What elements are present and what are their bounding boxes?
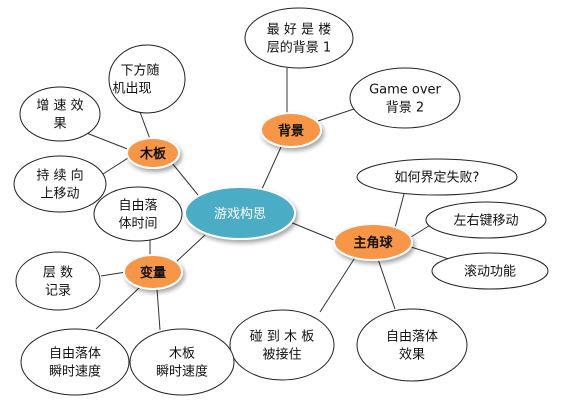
category-node-beijing: 背景 [260,112,322,148]
connector-leaf-6 [410,223,433,238]
connector-leaf-8 [377,258,396,310]
leaf-node-shape [356,308,468,382]
leaf-node-13-line-0: 木板 [169,347,195,362]
leaf-node-6: 左右键移动 [425,201,547,239]
connector-leaf-5 [394,193,405,229]
leaf-node-0-line-1: 机出现 [112,82,151,97]
leaf-node-shape [108,44,186,114]
category-node-zhujiaoqiu: 主角球 [333,223,413,261]
leaf-node-12-line-1: 瞬时速度 [49,364,101,380]
leaf-node-4-line-0: Game over [369,83,441,98]
connector-leaf-9 [319,255,357,313]
leaf-node-shape [349,67,461,129]
leaf-node-11-line-0: 层 数 [43,266,73,281]
leaf-node-4: Game over 背景 2 [349,67,461,129]
connector-leaf-2 [102,157,129,175]
leaf-node-shape [20,328,130,396]
category-node-label: 木板 [139,146,167,162]
leaf-node-2-line-0: 持 续 向 [36,168,83,184]
leaf-node-1-line-1: 果 [53,117,66,132]
connector-bianliang [175,234,206,263]
leaf-node-9-line-0: 碰 到 木 板 [250,330,314,345]
category-node-bianliang: 变量 [123,254,183,290]
connector-beijing [261,146,282,190]
connector-leaf-13 [156,288,161,331]
leaf-node-shape [356,158,518,196]
leaf-node-1-line-0: 增 速 效 [36,99,83,114]
leaf-node-shape [431,252,549,290]
leaf-node-shape [229,309,335,381]
connector-zhujiaoqiu [289,221,335,241]
leaf-node-1: 增 速 效果 [19,86,101,142]
category-node-shape [123,254,183,290]
leaf-node-shape [129,328,235,396]
leaf-node-2-line-1: 上移动 [40,187,79,202]
connector-lines [83,68,453,331]
category-node-label: 背景 [278,123,304,139]
category-node-muban: 木板 [126,137,180,169]
category-node-shape [333,223,413,261]
leaf-node-shape [15,251,101,311]
leaf-node-shape [13,155,107,213]
leaf-node-10-line-1: 体时间 [118,217,157,232]
leaf-node-0-line-0: 下方随 [120,63,159,79]
leaf-node-12-line-0: 自由落体 [49,347,101,362]
leaf-node-10-line-0: 自由落 [118,199,157,214]
center-node: 游戏构思 [184,186,296,240]
leaf-node-9-line-1: 被接住 [262,347,301,363]
connector-leaf-11 [100,271,127,277]
center-node-label: 游戏构思 [214,207,266,222]
connector-leaf-7 [410,246,453,261]
connector-leaf-0 [139,111,151,140]
leaf-node-5: 如何界定失败? [356,158,518,196]
leaf-node-11: 层 数记录 [15,251,101,311]
leaf-node-3-line-0: 最 好 是 楼 [267,23,331,38]
leaf-node-shape [93,186,183,242]
category-node-shape [260,112,322,148]
leaf-node-6-line-0: 左右键移动 [453,214,518,229]
leaf-node-shape [19,86,101,142]
center-node-shape [184,186,296,240]
category-node-label: 主角球 [353,235,393,251]
leaf-node-4-line-1: 背景 2 [386,101,424,116]
connector-leaf-4 [317,107,358,122]
connector-muban [171,162,199,196]
connector-leaf-12 [95,286,141,330]
leaf-node-7-line-0: 滚动功能 [464,264,516,280]
leaf-node-5-line-0: 如何界定失败? [395,170,480,186]
leaf-node-7: 滚动功能 [431,252,549,290]
category-node-shape [126,137,180,169]
leaf-node-shape [425,201,547,239]
connector-leaf-1 [83,131,131,151]
leaf-node-13-line-1: 瞬时速度 [156,364,208,380]
leaf-node-8-line-0: 自由落体 [386,330,438,345]
leaf-node-11-line-1: 记录 [45,284,71,299]
leaf-node-3-line-1: 层的背景 1 [267,40,331,56]
leaf-node-shape [244,7,354,69]
category-node-label: 变量 [140,265,166,281]
leaf-node-8-line-1: 效果 [399,348,425,363]
